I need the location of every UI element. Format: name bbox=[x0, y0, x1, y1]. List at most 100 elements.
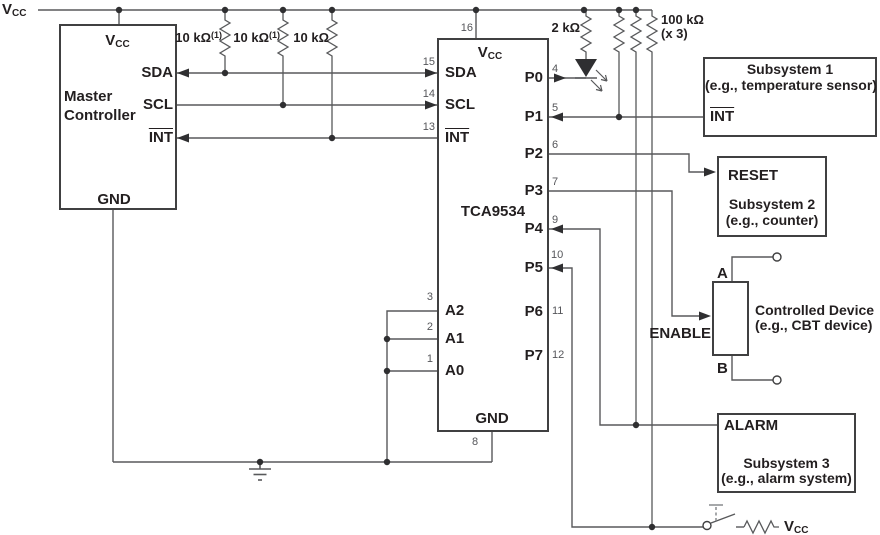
led-emission-arrow bbox=[595, 69, 608, 82]
subsystem2-box bbox=[717, 156, 827, 237]
controlled-device-box bbox=[712, 281, 749, 356]
controlled-device-subtitle: (e.g., CBT device) bbox=[755, 317, 873, 333]
switch-lever bbox=[710, 513, 736, 524]
master-controller-box bbox=[59, 24, 177, 210]
pin-num-14: 14 bbox=[422, 88, 435, 100]
enable-port: ENABLE bbox=[649, 325, 711, 342]
pin-num-12: 12 bbox=[552, 349, 565, 361]
resistor-pullup-qty: (x 3) bbox=[661, 26, 688, 41]
master-vcc-pin: VCC bbox=[105, 32, 130, 50]
controlled-device-title: Controlled Device bbox=[755, 302, 875, 318]
terminal-a-circle bbox=[772, 252, 782, 262]
chip-p0-pin: P0 bbox=[524, 69, 543, 86]
subsystem3-title: Subsystem 3 bbox=[743, 455, 830, 471]
chip-p4-pin: P4 bbox=[524, 220, 543, 237]
terminal-b-label: B bbox=[717, 360, 728, 377]
pin-num-10: 10 bbox=[551, 249, 564, 261]
pin-num-4: 4 bbox=[552, 63, 559, 75]
pin-num-5: 5 bbox=[552, 102, 559, 114]
p2-arrow bbox=[704, 167, 716, 177]
resistor-sda-label: 10 kΩ(1) bbox=[175, 30, 222, 45]
address-bus bbox=[386, 310, 437, 462]
int-arrow-left bbox=[177, 133, 189, 143]
switch-pivot-circle bbox=[702, 520, 712, 531]
i2c-wires bbox=[177, 72, 437, 139]
resistor-100k-2 bbox=[629, 10, 643, 425]
chip-gnd-pin: GND bbox=[475, 410, 509, 427]
subsystem2-subtitle: (e.g., counter) bbox=[725, 212, 819, 228]
signal-arrows bbox=[177, 68, 716, 321]
p5-arrow bbox=[551, 263, 563, 273]
subsystem3-box bbox=[717, 413, 856, 493]
chip-vcc-pin: VCC bbox=[477, 44, 503, 62]
p0-arrow bbox=[554, 73, 566, 83]
scl-arrow-right bbox=[425, 100, 437, 110]
chip-a1-pin: A1 bbox=[445, 330, 465, 347]
port-wires bbox=[549, 116, 717, 528]
pin-num-7: 7 bbox=[552, 176, 559, 188]
chip-p3-pin: P3 bbox=[524, 182, 543, 199]
subsystem3-alarm-port: ALARM bbox=[724, 417, 779, 434]
chip-part-number: TCA9534 bbox=[460, 203, 526, 220]
master-int-pin: INT bbox=[148, 129, 173, 146]
subsystem3-subtitle: (e.g., alarm system) bbox=[721, 470, 852, 486]
chip-p5-pin: P5 bbox=[524, 259, 543, 276]
pullup-resistors-100k bbox=[612, 10, 659, 527]
p1-arrow bbox=[551, 112, 563, 122]
pin-num-9: 9 bbox=[552, 214, 559, 226]
p4-wire bbox=[549, 228, 717, 426]
chip-int-pin: INT bbox=[445, 129, 470, 146]
resistor-sda bbox=[218, 10, 232, 73]
pin-num-11: 11 bbox=[552, 305, 564, 317]
chip-p2-pin: P2 bbox=[524, 145, 543, 162]
sda-arrow-left bbox=[177, 68, 189, 78]
chip-scl-pin: SCL bbox=[445, 96, 475, 113]
chip-sda-pin: SDA bbox=[445, 64, 477, 81]
resistor-pullup-label: 100 kΩ bbox=[661, 12, 704, 27]
vcc-bottom-label: VCC bbox=[784, 518, 809, 535]
subsystem2-reset-port: RESET bbox=[728, 167, 779, 184]
ground-net bbox=[112, 210, 493, 481]
subsystem1-title: Subsystem 1 bbox=[746, 61, 834, 77]
subsystem1-int-port: INT bbox=[710, 108, 735, 125]
pin-num-3: 3 bbox=[426, 291, 433, 303]
chip-a0-pin: A0 bbox=[445, 362, 465, 379]
resistor-vcc bbox=[743, 519, 779, 535]
vcc-supply-label: VCC bbox=[2, 1, 27, 19]
sda-arrow-right bbox=[425, 68, 437, 78]
master-sda-pin: SDA bbox=[141, 64, 173, 81]
master-title-line2: Controller bbox=[64, 107, 136, 124]
master-scl-pin: SCL bbox=[143, 96, 173, 113]
subsystem1-box bbox=[703, 57, 877, 137]
pin-num-2: 2 bbox=[426, 321, 433, 333]
p5-wire bbox=[549, 267, 703, 528]
chip-a2-pin: A2 bbox=[445, 302, 465, 319]
alarm-reset-switch bbox=[702, 504, 779, 535]
master-gnd-pin: GND bbox=[97, 191, 131, 208]
pin-num-15: 15 bbox=[422, 56, 435, 68]
chip-p1-pin: P1 bbox=[524, 108, 543, 125]
resistor-scl-label: 10 kΩ(1) bbox=[233, 30, 280, 45]
resistor-led bbox=[579, 10, 593, 59]
resistor-100k-1 bbox=[612, 10, 626, 117]
p2-wire bbox=[549, 153, 706, 173]
tca9534-box bbox=[437, 38, 549, 432]
pin-num-8: 8 bbox=[472, 436, 479, 448]
chip-p6-pin: P6 bbox=[524, 303, 543, 320]
subsystem1-subtitle: (e.g., temperature sensor) bbox=[705, 77, 877, 93]
led-emission-arrow bbox=[590, 79, 603, 92]
resistor-100k-3 bbox=[645, 10, 659, 527]
enable-arrow bbox=[699, 311, 711, 321]
p4-arrow bbox=[551, 224, 563, 234]
pin-num-13: 13 bbox=[422, 121, 435, 133]
terminal-b-circle bbox=[772, 375, 782, 385]
resistor-int bbox=[325, 10, 339, 138]
subsystem2-title: Subsystem 2 bbox=[728, 196, 816, 212]
pin-num-6: 6 bbox=[552, 139, 559, 151]
junction-dots bbox=[115, 6, 656, 531]
resistor-led-label: 2 kΩ bbox=[551, 20, 581, 35]
resistor-int-label: 10 kΩ bbox=[293, 30, 329, 45]
terminal-a-label: A bbox=[717, 265, 728, 282]
